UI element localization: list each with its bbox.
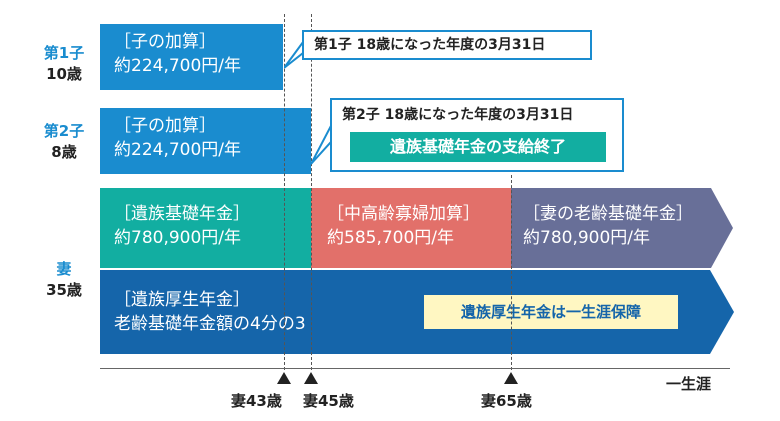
timeline-axis [100, 368, 730, 369]
basic-pension-end-label: 遺族基礎年金の支給終了 [350, 132, 606, 162]
child1-age: 10歳 [46, 65, 82, 83]
old-age-pension-title: ［妻の老齢基礎年金］ [523, 204, 693, 224]
age45-marker-icon [304, 372, 318, 384]
child1-name: 第1子 [43, 44, 85, 62]
basic-pension-bar: ［遺族基礎年金］ 約780,900円/年 [100, 188, 311, 268]
widow-addition-bar: ［中高齢寡婦加算］ 約585,700円/年 [311, 188, 511, 268]
basic-pension-amount: 約780,900円/年 [114, 228, 242, 248]
age45-guide-line [311, 14, 312, 370]
widow-addition-amount: 約585,700円/年 [327, 228, 455, 248]
lifetime-guarantee-badge: 遺族厚生年金は一生涯保障 [424, 295, 678, 329]
age65-marker-icon [504, 372, 518, 384]
child1-bar-title: ［子の加算］ [114, 32, 216, 52]
child2-label: 第2子 8歳 [34, 120, 94, 162]
age65-label: 妻65歳 [481, 392, 532, 410]
old-age-pension-text: ［妻の老齢基礎年金］ 約780,900円/年 [511, 188, 711, 268]
child1-bar-amount: 約224,700円/年 [114, 56, 242, 76]
welfare-pension-text: ［遺族厚生年金］ 老齢基礎年金額の4分の3 [100, 270, 400, 354]
age65-guide-line [511, 175, 512, 370]
welfare-pension-arrow [100, 270, 734, 354]
child2-bar-title: ［子の加算］ [114, 116, 216, 136]
old-age-pension-arrow [511, 188, 733, 268]
wife-label: 妻 35歳 [34, 258, 94, 300]
lifetime-label: 一生涯 [666, 375, 712, 393]
child1-addition-bar: ［子の加算］ 約224,700円/年 [100, 24, 283, 90]
basic-pension-title: ［遺族基礎年金］ [114, 204, 250, 224]
welfare-pension-title: ［遺族厚生年金］ [114, 290, 250, 310]
wife-name: 妻 [56, 260, 72, 278]
child2-name: 第2子 [43, 122, 85, 140]
age45-label: 妻45歳 [303, 392, 354, 410]
age43-guide-line [284, 14, 285, 370]
widow-addition-title: ［中高齢寡婦加算］ [327, 204, 480, 224]
wife-age: 35歳 [46, 281, 82, 299]
child1-label: 第1子 10歳 [34, 42, 94, 84]
child2-bar-amount: 約224,700円/年 [114, 140, 242, 160]
age43-marker-icon [277, 372, 291, 384]
child2-end-callout: 第2子 18歳になった年度の3月31日 遺族基礎年金の支給終了 [330, 98, 624, 172]
age43-label: 妻43歳 [231, 392, 282, 410]
old-age-pension-amount: 約780,900円/年 [523, 228, 651, 248]
child2-end-text: 第2子 18歳になった年度の3月31日 [342, 107, 574, 123]
child1-end-callout: 第1子 18歳になった年度の3月31日 [302, 30, 592, 60]
child2-addition-bar: ［子の加算］ 約224,700円/年 [100, 108, 311, 174]
child2-age: 8歳 [51, 143, 77, 161]
welfare-pension-amount: 老齢基礎年金額の4分の3 [114, 314, 306, 334]
